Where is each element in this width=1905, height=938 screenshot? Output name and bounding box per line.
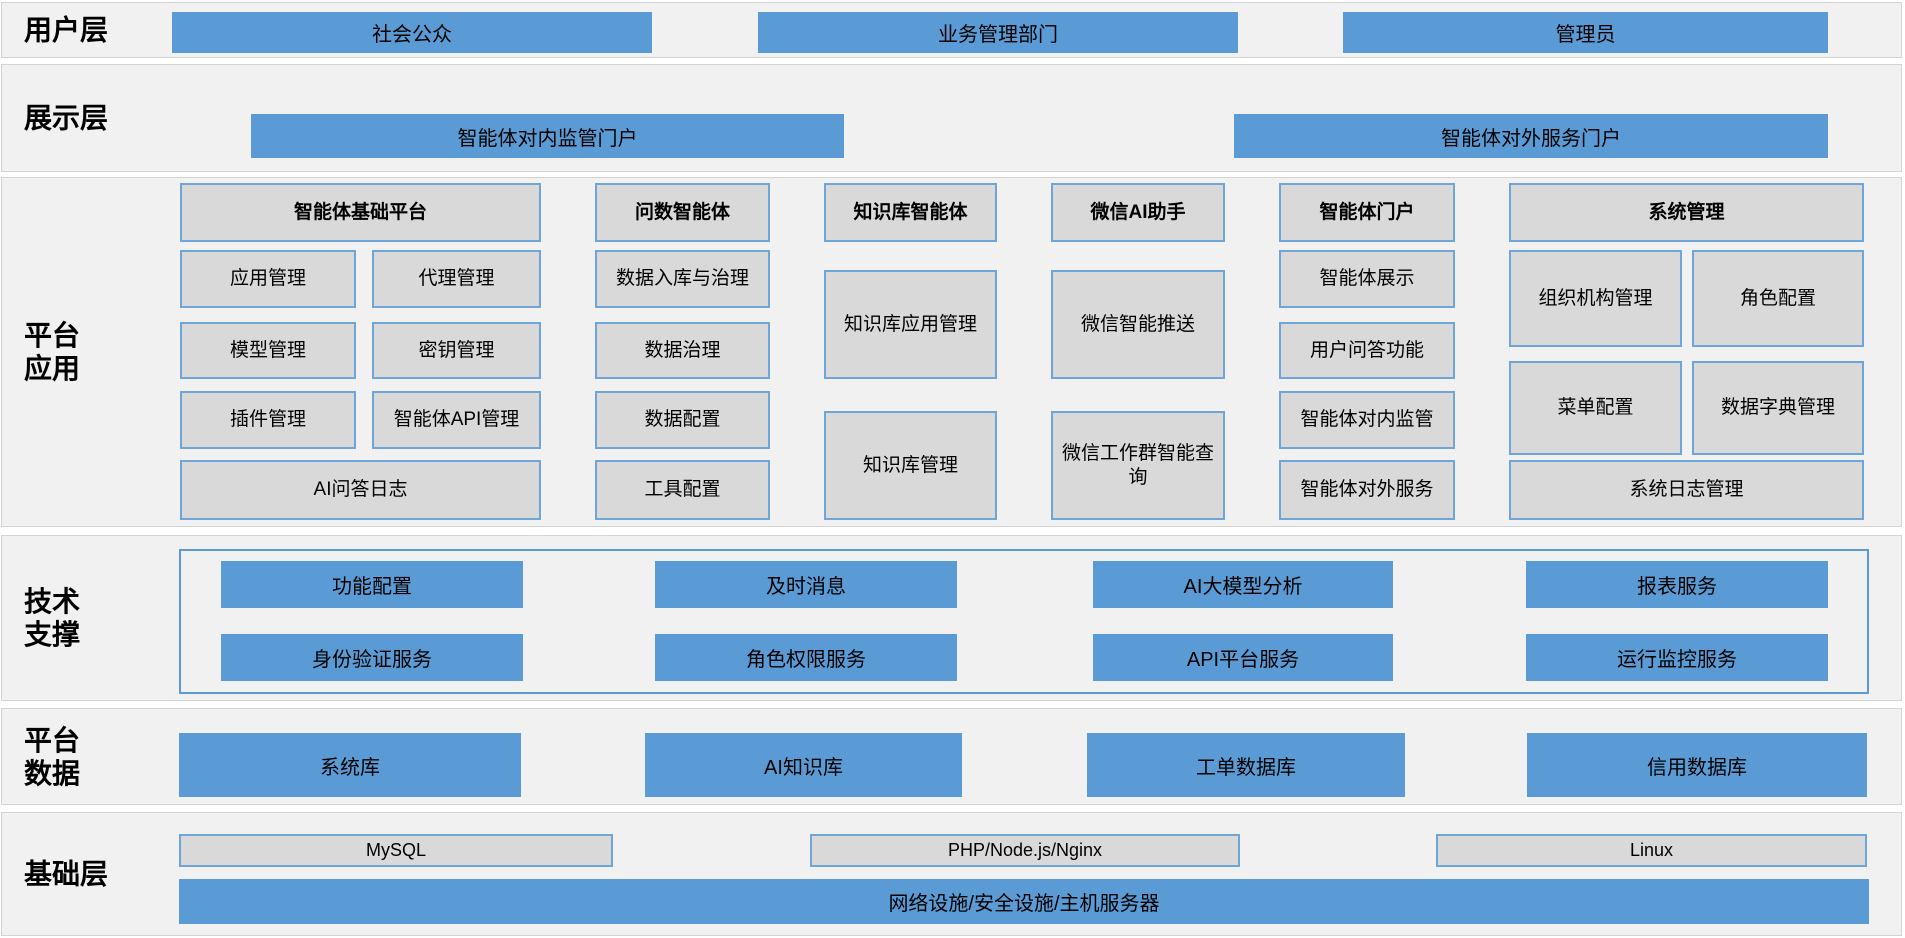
band-label-user-layer: 用户层 — [24, 14, 109, 46]
module-item: 数据字典管理 — [1692, 361, 1864, 455]
database-box: AI知识库 — [645, 733, 962, 797]
portal-box-external: 智能体对外服务门户 — [1234, 114, 1828, 158]
service-box: API平台服务 — [1093, 634, 1393, 681]
infrastructure-box: 网络设施/安全设施/主机服务器 — [179, 879, 1869, 924]
module-item: 数据配置 — [595, 391, 770, 449]
module-item: 菜单配置 — [1509, 361, 1682, 455]
module-item: 模型管理 — [180, 322, 356, 379]
service-box: 及时消息 — [655, 561, 957, 608]
service-box: 身份验证服务 — [221, 634, 523, 681]
module-item: 数据入库与治理 — [595, 250, 770, 308]
band-platform-app-layer: 平台 应用 智能体基础平台 应用管理 代理管理 模型管理 密钥管理 插件管理 智… — [1, 177, 1902, 527]
service-box: 角色权限服务 — [655, 634, 957, 681]
module-item: 系统日志管理 — [1509, 460, 1864, 520]
module-header-agent-base-platform: 智能体基础平台 — [180, 183, 541, 242]
module-item: 代理管理 — [372, 250, 541, 308]
module-header-agent-portal: 智能体门户 — [1279, 183, 1455, 242]
service-box: 功能配置 — [221, 561, 523, 608]
band-platform-data-layer: 平台 数据 系统库 AI知识库 工单数据库 信用数据库 — [1, 708, 1902, 805]
runtime-box: PHP/Node.js/Nginx — [810, 834, 1240, 867]
band-label-tech-support: 技术 支撑 — [24, 585, 81, 650]
user-box-admin: 管理员 — [1343, 12, 1828, 53]
database-box: 工单数据库 — [1087, 733, 1405, 797]
tech-support-frame — [179, 549, 1869, 694]
module-item: 知识库应用管理 — [824, 270, 997, 379]
module-item: 微信智能推送 — [1051, 270, 1225, 379]
module-item: 组织机构管理 — [1509, 250, 1682, 347]
database-box: 信用数据库 — [1527, 733, 1867, 797]
module-item: 工具配置 — [595, 460, 770, 520]
module-item: 智能体API管理 — [372, 391, 541, 449]
band-label-platform-data: 平台 数据 — [24, 724, 81, 789]
user-box-business-dept: 业务管理部门 — [758, 12, 1238, 53]
module-header-knowledge-agent: 知识库智能体 — [824, 183, 997, 242]
database-box: 系统库 — [179, 733, 521, 797]
service-box: AI大模型分析 — [1093, 561, 1393, 608]
module-header-system-mgmt: 系统管理 — [1509, 183, 1864, 242]
band-infrastructure-layer: 基础层 MySQL PHP/Node.js/Nginx Linux 网络设施/安… — [1, 812, 1902, 936]
module-header-wechat-ai: 微信AI助手 — [1051, 183, 1225, 242]
band-label-infrastructure: 基础层 — [24, 858, 109, 890]
runtime-box: Linux — [1436, 834, 1867, 867]
module-item: 微信工作群智能查询 — [1051, 411, 1225, 520]
module-item: 数据治理 — [595, 322, 770, 379]
portal-box-internal: 智能体对内监管门户 — [251, 114, 844, 158]
user-box-public: 社会公众 — [172, 12, 652, 53]
runtime-box: MySQL — [179, 834, 613, 867]
service-box: 报表服务 — [1526, 561, 1828, 608]
band-display-layer: 展示层 智能体对内监管门户 智能体对外服务门户 — [1, 64, 1902, 172]
module-header-data-qa-agent: 问数智能体 — [595, 183, 770, 242]
band-label-platform-app: 平台 应用 — [24, 319, 81, 384]
band-label-display-layer: 展示层 — [24, 102, 109, 134]
module-item: 知识库管理 — [824, 411, 997, 520]
module-item: 应用管理 — [180, 250, 356, 308]
service-box: 运行监控服务 — [1526, 634, 1828, 681]
module-item: 密钥管理 — [372, 322, 541, 379]
module-item: 用户问答功能 — [1279, 322, 1455, 379]
module-item: 角色配置 — [1692, 250, 1864, 347]
module-item: 智能体对外服务 — [1279, 460, 1455, 520]
module-item: 智能体对内监管 — [1279, 391, 1455, 449]
band-user-layer: 用户层 社会公众 业务管理部门 管理员 — [1, 2, 1902, 58]
module-item: 智能体展示 — [1279, 250, 1455, 308]
band-tech-support-layer: 技术 支撑 功能配置 及时消息 AI大模型分析 报表服务 身份验证服务 角色权限… — [1, 535, 1902, 701]
module-item: 插件管理 — [180, 391, 356, 449]
module-item: AI问答日志 — [180, 460, 541, 520]
